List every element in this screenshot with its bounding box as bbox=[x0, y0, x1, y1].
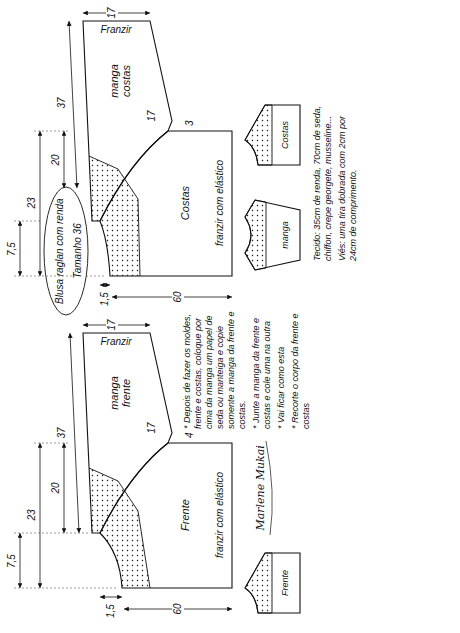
pattern-piece: Frente bbox=[245, 553, 300, 613]
pattern-piece: Costas bbox=[245, 105, 300, 165]
piece-name: manga costas bbox=[108, 57, 132, 105]
piece-outline bbox=[245, 105, 300, 165]
dimension-label: 37 bbox=[56, 96, 68, 109]
dimension-label: 17 bbox=[146, 109, 158, 122]
piece-outline bbox=[99, 130, 233, 276]
piece-name: Costas bbox=[280, 110, 290, 160]
dimension-label: franzir com elástico bbox=[214, 471, 226, 559]
gather-note: Franzir bbox=[99, 337, 132, 349]
pattern-piece: manga bbox=[245, 200, 300, 270]
dimension-label: 37 bbox=[56, 426, 68, 439]
dimension-label: 17 bbox=[106, 6, 118, 19]
dimension-label: 1,5 bbox=[105, 603, 117, 619]
note-text: * Recorte o corpo da frente e costas bbox=[290, 305, 312, 429]
dimension-label: 23 bbox=[26, 196, 38, 209]
dimension-label: 7,5 bbox=[6, 553, 18, 569]
title: Blusa raglan com renda bbox=[54, 198, 66, 304]
dimension-label: franzir com elástico bbox=[214, 159, 226, 247]
piece-name: manga bbox=[280, 210, 290, 260]
dimension-label: 60 bbox=[172, 290, 184, 303]
piece-name: Frente bbox=[280, 558, 290, 608]
piece-outline bbox=[82, 20, 173, 221]
signature: Marlene Mukai bbox=[254, 444, 267, 531]
note-text: * Depois de fazer os moldes, frente e co… bbox=[182, 305, 248, 429]
dimension-label: 23 bbox=[26, 508, 38, 521]
piece-name: Frente bbox=[179, 480, 191, 550]
piece-outline bbox=[245, 200, 300, 270]
note-text: * Junte a manga da frente e costas e col… bbox=[251, 305, 273, 429]
piece-name: manga frente bbox=[108, 369, 132, 417]
dimension-label: 4 bbox=[184, 431, 196, 439]
dimension-label: 1,5 bbox=[99, 291, 111, 307]
note-text: Tecido: 35cm de renda, 70cm de seda, chi… bbox=[312, 101, 334, 261]
piece-outline bbox=[245, 553, 300, 613]
gather-note: Franzir bbox=[99, 25, 132, 37]
title-cloud bbox=[44, 187, 88, 315]
note-text: * Vai ficar como esta bbox=[276, 305, 287, 429]
piece-name: Costas bbox=[179, 168, 191, 238]
piece-outline bbox=[99, 442, 233, 588]
pattern-piece: Frente bbox=[99, 442, 233, 588]
extension-lines bbox=[14, 131, 118, 588]
dimension-label: Tamanho 36 bbox=[72, 222, 84, 279]
dimension-label: 20 bbox=[50, 481, 62, 494]
pattern-piece: manga frente bbox=[82, 332, 173, 533]
piece-outline bbox=[82, 332, 173, 533]
lace-yoke bbox=[89, 105, 272, 613]
dimension-label: 20 bbox=[50, 153, 62, 166]
dimension-label: 17 bbox=[106, 318, 118, 331]
pattern-piece: Costas bbox=[99, 130, 233, 276]
dimension-lines bbox=[20, 13, 232, 609]
note-text: Viés: uma tira dobrada com 2cm por 24cm … bbox=[337, 101, 359, 261]
dimension-label: 17 bbox=[146, 421, 158, 434]
pattern-piece: manga costas bbox=[82, 20, 173, 221]
dimension-label: 7,5 bbox=[6, 241, 18, 257]
signature-flourish bbox=[266, 441, 272, 535]
dimension-label: 3 bbox=[184, 119, 196, 127]
dimension-label: 60 bbox=[172, 602, 184, 615]
